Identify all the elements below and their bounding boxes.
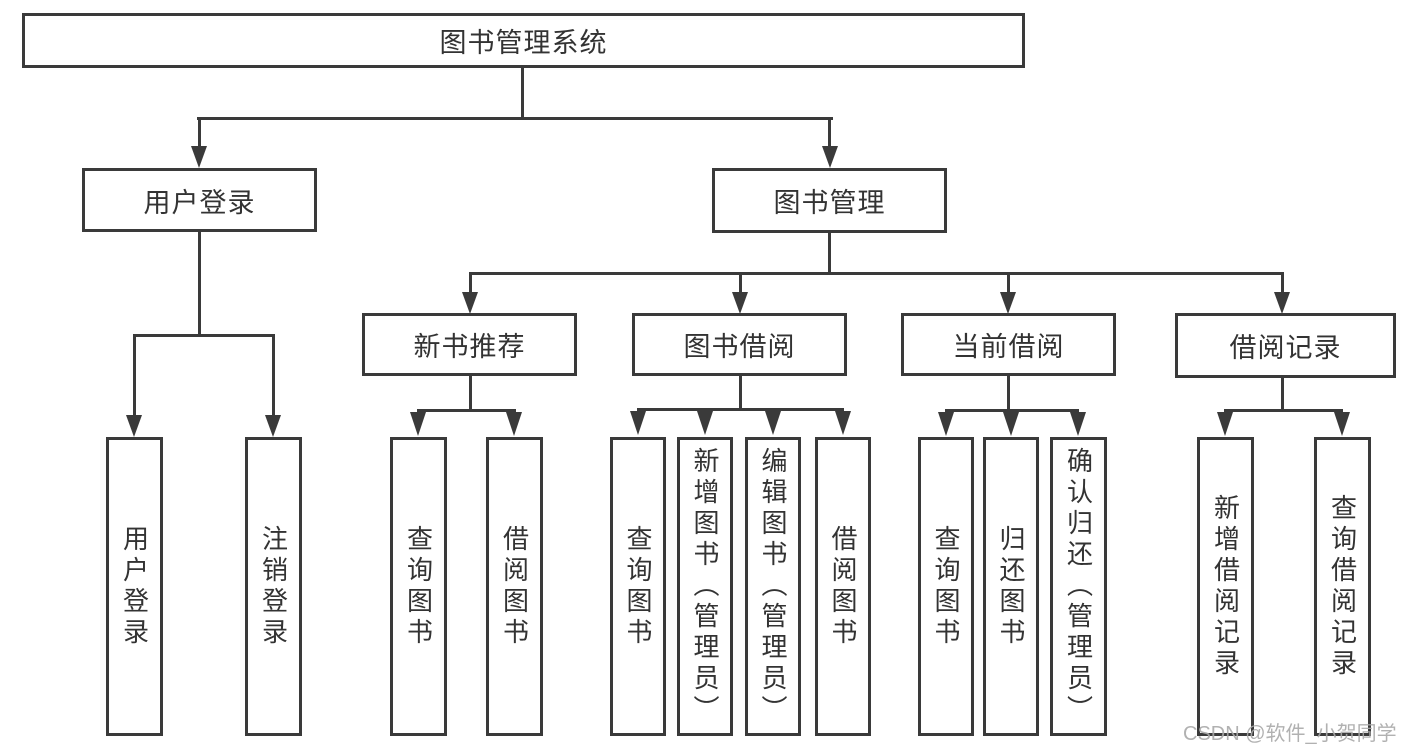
node-label: 借阅记录	[1229, 333, 1342, 363]
arrow-down-icon	[126, 415, 142, 437]
connector-line	[197, 117, 833, 120]
node-label: 归还图书	[996, 524, 1026, 649]
connector-line	[828, 117, 831, 149]
arrow-down-icon	[1217, 412, 1233, 436]
connector-line	[133, 334, 136, 417]
node-new-book-recommendation: 新书推荐	[362, 313, 577, 376]
node-label: 查询图书	[623, 524, 653, 649]
arrow-down-icon	[1274, 292, 1290, 314]
connector-line	[637, 408, 844, 411]
node-label: 注销登录	[258, 524, 289, 649]
leaf-user-login: 用户登录	[106, 437, 163, 736]
connector-line	[417, 409, 516, 412]
arrow-down-icon	[265, 415, 281, 437]
node-label: 新增借阅记录	[1210, 493, 1241, 680]
node-label: 查询借阅记录	[1327, 493, 1358, 680]
arrow-down-icon	[191, 146, 207, 168]
connector-line	[1224, 409, 1343, 412]
connector-line	[1281, 272, 1284, 296]
connector-line	[945, 409, 1079, 412]
leaf-add-borrow-record: 新增借阅记录	[1197, 437, 1254, 736]
connector-line	[469, 374, 472, 412]
arrow-down-icon	[410, 412, 426, 436]
node-label: 新增图书（管理员）	[690, 447, 720, 726]
leaf-query-borrow-record: 查询借阅记录	[1314, 437, 1371, 736]
leaf-logout: 注销登录	[245, 437, 302, 736]
node-label: 用户登录	[143, 187, 256, 218]
node-borrowing-records: 借阅记录	[1175, 313, 1396, 378]
leaf-borrow-books: 借阅图书	[486, 437, 543, 736]
arrow-down-icon	[630, 411, 646, 435]
leaf-confirm-return-admin: 确认归还（管理员）	[1050, 437, 1107, 736]
arrow-down-icon	[1334, 412, 1350, 436]
arrow-down-icon	[822, 146, 838, 168]
arrow-down-icon	[1070, 412, 1086, 436]
node-label: 编辑图书（管理员）	[758, 447, 788, 726]
connector-line	[198, 117, 201, 149]
arrow-down-icon	[765, 411, 781, 435]
arrow-down-icon	[697, 411, 713, 435]
connector-line	[198, 230, 201, 337]
node-user-login: 用户登录	[82, 168, 317, 232]
connector-line	[133, 334, 274, 337]
connector-line	[828, 231, 831, 275]
connector-line	[469, 272, 1284, 275]
node-book-borrowing: 图书借阅	[632, 313, 847, 376]
connector-line	[521, 66, 524, 118]
arrow-down-icon	[835, 411, 851, 435]
leaf-query-books: 查询图书	[610, 437, 666, 736]
connector-line	[272, 334, 275, 417]
leaf-edit-books-admin: 编辑图书（管理员）	[745, 437, 801, 736]
node-current-borrowing: 当前借阅	[901, 313, 1116, 376]
node-label: 图书借阅	[683, 332, 796, 362]
connector-line	[469, 272, 472, 296]
node-label: 用户登录	[119, 524, 150, 649]
csdn-watermark: CSDN @软件_小贺同学	[1183, 723, 1397, 745]
node-label: 当前借阅	[952, 332, 1065, 362]
node-label: 确认归还（管理员）	[1063, 447, 1094, 726]
arrow-down-icon	[732, 292, 748, 314]
node-label: 新书推荐	[413, 332, 526, 362]
node-label: 查询图书	[931, 524, 961, 649]
connector-line	[1007, 374, 1010, 412]
arrow-down-icon	[1000, 292, 1016, 314]
connector-line	[1007, 272, 1010, 296]
arrow-down-icon	[938, 412, 954, 436]
leaf-return-books: 归还图书	[983, 437, 1039, 736]
connector-line	[739, 374, 742, 411]
node-label: 图书管理	[773, 188, 886, 218]
leaf-borrow-books: 借阅图书	[815, 437, 871, 736]
node-root-library-system: 图书管理系统	[22, 13, 1025, 68]
connector-line	[1281, 377, 1284, 411]
node-label: 查询图书	[403, 524, 434, 649]
node-label: 借阅图书	[499, 524, 530, 649]
leaf-add-books-admin: 新增图书（管理员）	[677, 437, 733, 736]
connector-line	[739, 272, 742, 296]
node-label: 图书管理系统	[439, 28, 608, 58]
arrow-down-icon	[462, 292, 478, 314]
node-book-management: 图书管理	[712, 168, 947, 233]
leaf-query-books: 查询图书	[390, 437, 447, 736]
leaf-query-books: 查询图书	[918, 437, 974, 736]
arrow-down-icon	[506, 412, 522, 436]
arrow-down-icon	[1003, 412, 1019, 436]
node-label: 借阅图书	[828, 524, 858, 649]
